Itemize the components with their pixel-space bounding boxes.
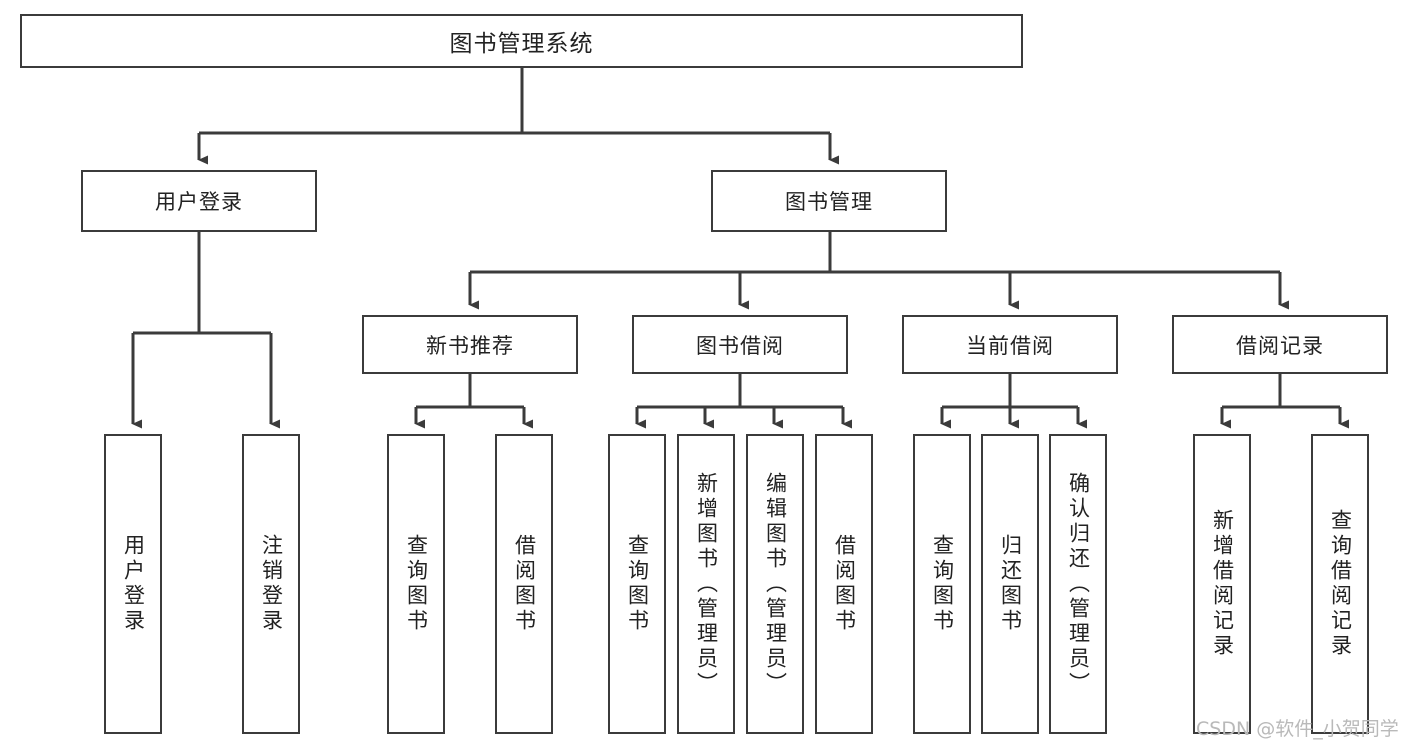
leaf-new-book-query[interactable]: 查询图书	[387, 434, 445, 734]
node-book-borrow[interactable]: 图书借阅	[632, 315, 848, 374]
node-book-management[interactable]: 图书管理	[711, 170, 947, 232]
leaf-borrow-record-query[interactable]: 查询借阅记录	[1311, 434, 1369, 734]
node-label: 归还图书	[998, 534, 1023, 634]
node-borrow-record[interactable]: 借阅记录	[1172, 315, 1388, 374]
node-current-borrow[interactable]: 当前借阅	[902, 315, 1118, 374]
node-new-book-recommend[interactable]: 新书推荐	[362, 315, 578, 374]
node-label: 编辑图书（管理员）	[763, 471, 788, 697]
node-label: 注销登录	[259, 534, 284, 634]
node-label: 新增图书（管理员）	[694, 471, 719, 697]
leaf-current-borrow-return[interactable]: 归还图书	[981, 434, 1039, 734]
node-label: 新增借阅记录	[1210, 509, 1235, 659]
leaf-book-borrow-edit[interactable]: 编辑图书（管理员）	[746, 434, 804, 734]
watermark: CSDN @软件_小贺同学	[1196, 718, 1399, 740]
node-label: 查询图书	[404, 534, 429, 634]
node-label: 借阅图书	[832, 534, 857, 634]
leaf-user-login-logout[interactable]: 注销登录	[242, 434, 300, 734]
node-label: 用户登录	[155, 190, 243, 214]
node-label: 用户登录	[121, 534, 146, 634]
leaf-book-borrow-borrow[interactable]: 借阅图书	[815, 434, 873, 734]
leaf-book-borrow-add[interactable]: 新增图书（管理员）	[677, 434, 735, 734]
node-label: 确认归还（管理员）	[1066, 471, 1091, 697]
node-label: 图书借阅	[696, 333, 784, 358]
node-label: 图书管理系统	[449, 31, 594, 57]
leaf-user-login-login[interactable]: 用户登录	[104, 434, 162, 734]
node-label: 查询图书	[625, 534, 650, 634]
node-label: 图书管理	[785, 190, 873, 214]
leaf-current-borrow-confirm-return[interactable]: 确认归还（管理员）	[1049, 434, 1107, 734]
leaf-new-book-borrow[interactable]: 借阅图书	[495, 434, 553, 734]
leaf-borrow-record-add[interactable]: 新增借阅记录	[1193, 434, 1251, 734]
node-label: 借阅图书	[512, 534, 537, 634]
node-label: 查询图书	[930, 534, 955, 634]
leaf-book-borrow-query[interactable]: 查询图书	[608, 434, 666, 734]
leaf-current-borrow-query[interactable]: 查询图书	[913, 434, 971, 734]
node-label: 新书推荐	[426, 333, 514, 358]
node-label: 查询借阅记录	[1328, 509, 1353, 659]
node-label: 当前借阅	[966, 333, 1054, 358]
node-root-book-management-system[interactable]: 图书管理系统	[20, 14, 1023, 68]
node-user-login[interactable]: 用户登录	[81, 170, 317, 232]
node-label: 借阅记录	[1236, 333, 1324, 358]
